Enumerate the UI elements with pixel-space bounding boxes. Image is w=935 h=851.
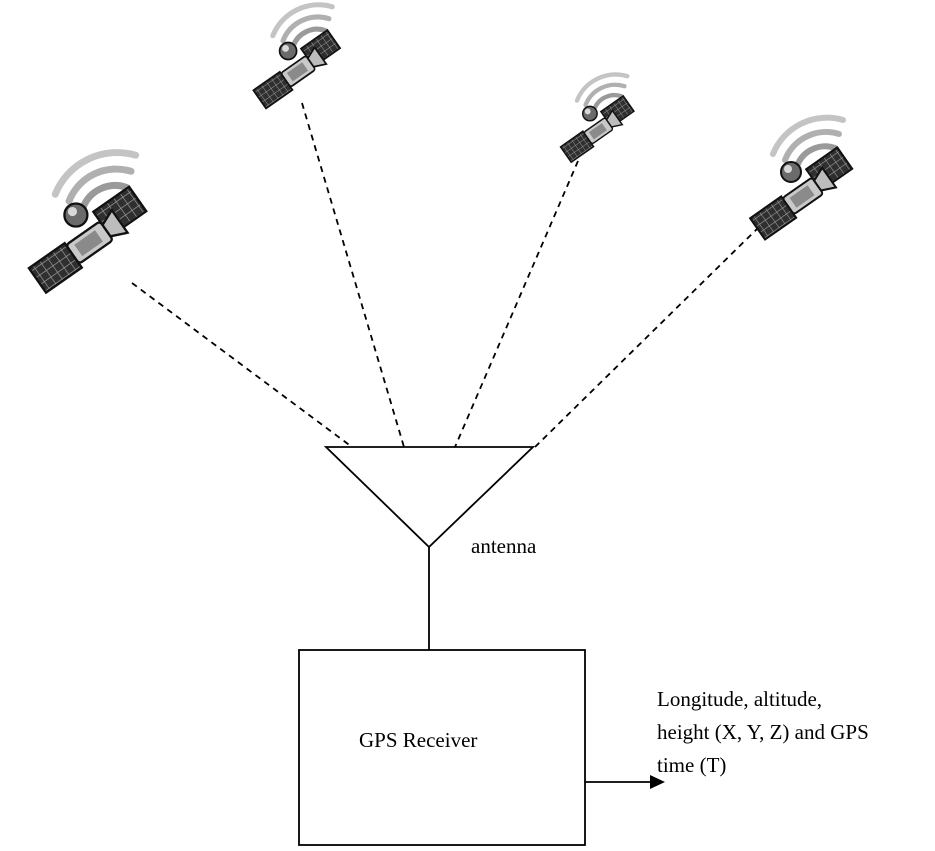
output-description: Longitude, altitude, height (X, Y, Z) an… xyxy=(657,687,869,777)
output-line-2: height (X, Y, Z) and GPS xyxy=(657,720,869,744)
satellite-icon xyxy=(557,74,637,162)
output-line-3: time (T) xyxy=(657,753,726,777)
output-line-1: Longitude, altitude, xyxy=(657,687,822,711)
signal-line-1 xyxy=(131,282,353,448)
satellite-4 xyxy=(746,118,857,240)
satellite-icon xyxy=(24,153,152,293)
output-arrowhead xyxy=(650,775,665,789)
satellite-icon xyxy=(249,5,344,109)
satellite-1 xyxy=(24,153,152,293)
antenna-symbol xyxy=(323,446,536,549)
signal-line-2 xyxy=(301,102,405,448)
antenna-label: antenna xyxy=(471,534,537,558)
satellite-icon xyxy=(746,118,857,240)
signal-line-4 xyxy=(534,226,760,448)
signal-lines xyxy=(131,102,760,448)
gps-receiver-box xyxy=(298,649,586,846)
satellite-3 xyxy=(557,74,637,162)
satellite-2 xyxy=(249,5,344,109)
signal-line-3 xyxy=(454,160,579,448)
gps-receiver-label: GPS Receiver xyxy=(359,728,477,752)
